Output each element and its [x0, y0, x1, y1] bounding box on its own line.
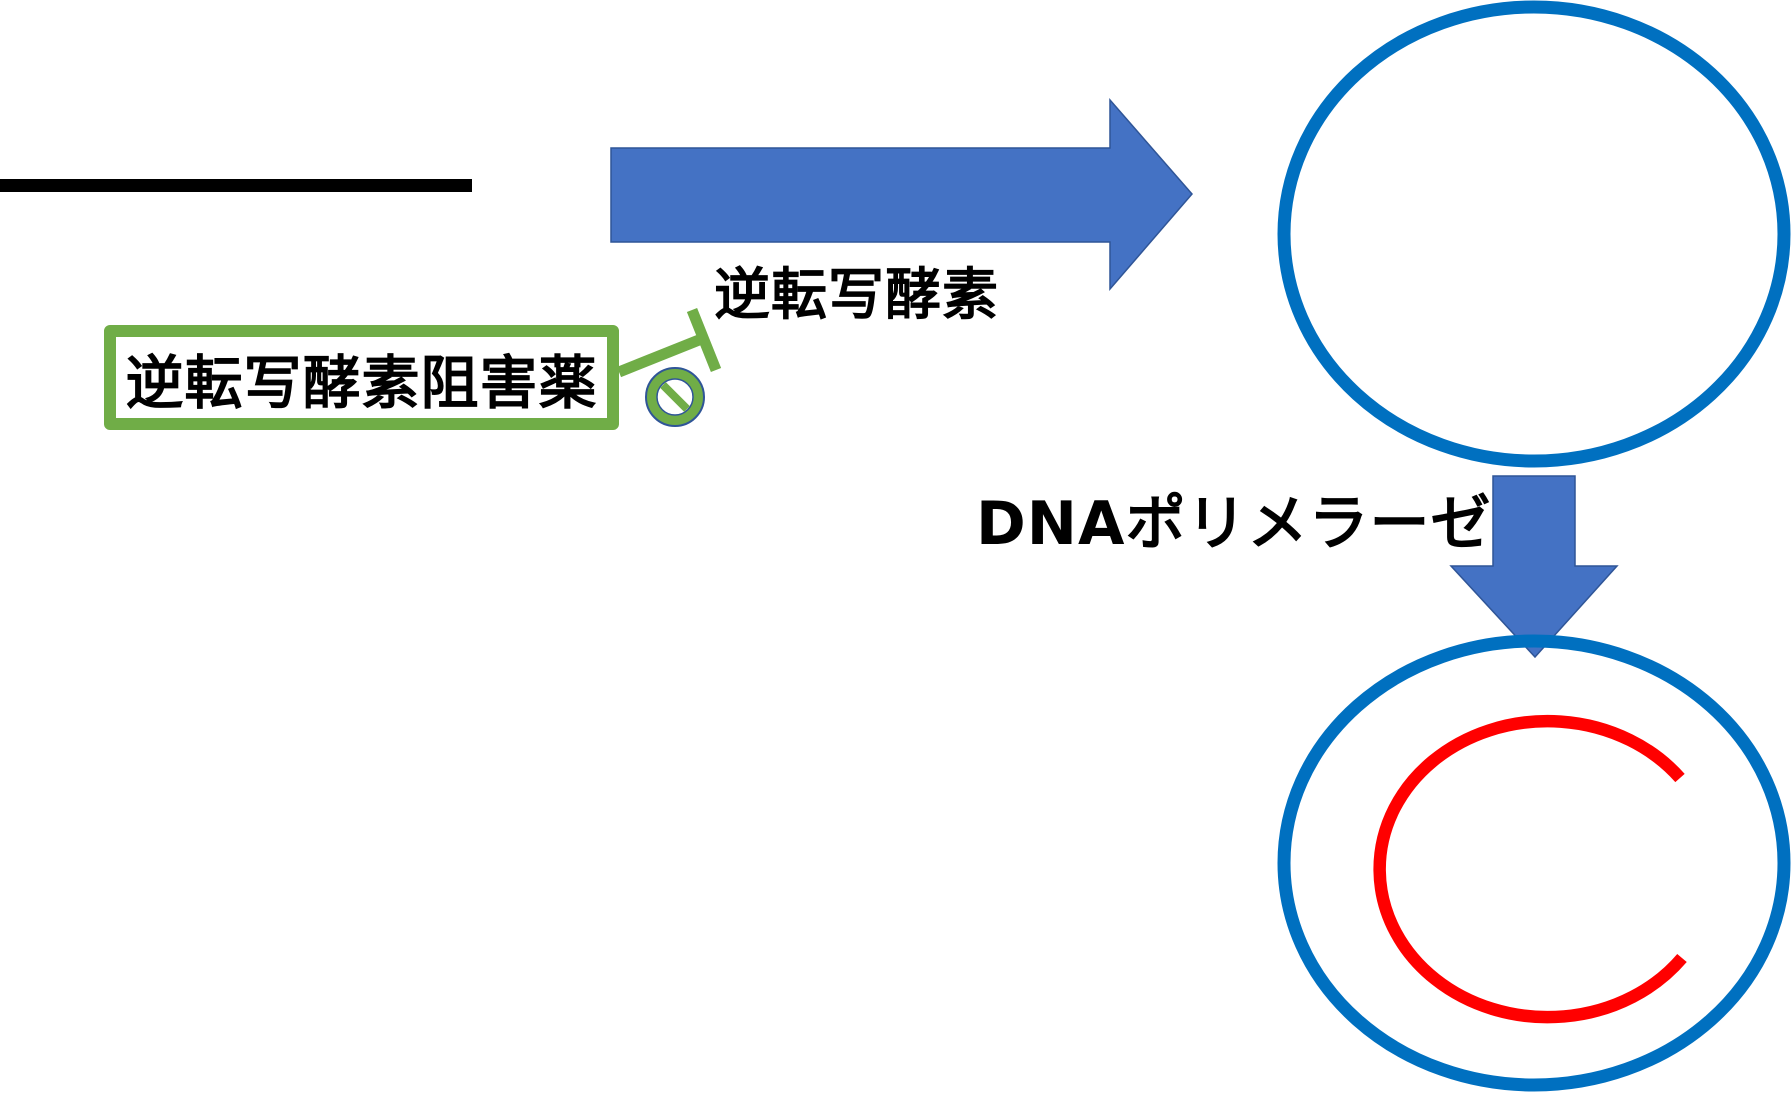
dna-polymerase-label: DNAポリメラーゼ — [976, 489, 1492, 559]
reverse-transcription-arrow — [610, 97, 1193, 292]
rna-strand-line — [0, 179, 472, 192]
cell-ellipse-bottom — [1277, 634, 1791, 1092]
reverse-transcriptase-label: 逆転写酵素 — [714, 263, 999, 328]
inhibitor-label-box: 逆転写酵素阻害薬 — [104, 325, 619, 430]
dna-arc — [1373, 714, 1687, 1024]
t-bar-inhibit-icon — [686, 307, 722, 373]
prohibited-icon — [645, 367, 705, 427]
inhibitor-label: 逆転写酵素阻害薬 — [125, 348, 598, 417]
inhibitor-connector-line — [616, 332, 707, 378]
cell-ellipse-top — [1277, 0, 1791, 468]
dna-polymerase-arrow — [1449, 475, 1619, 659]
